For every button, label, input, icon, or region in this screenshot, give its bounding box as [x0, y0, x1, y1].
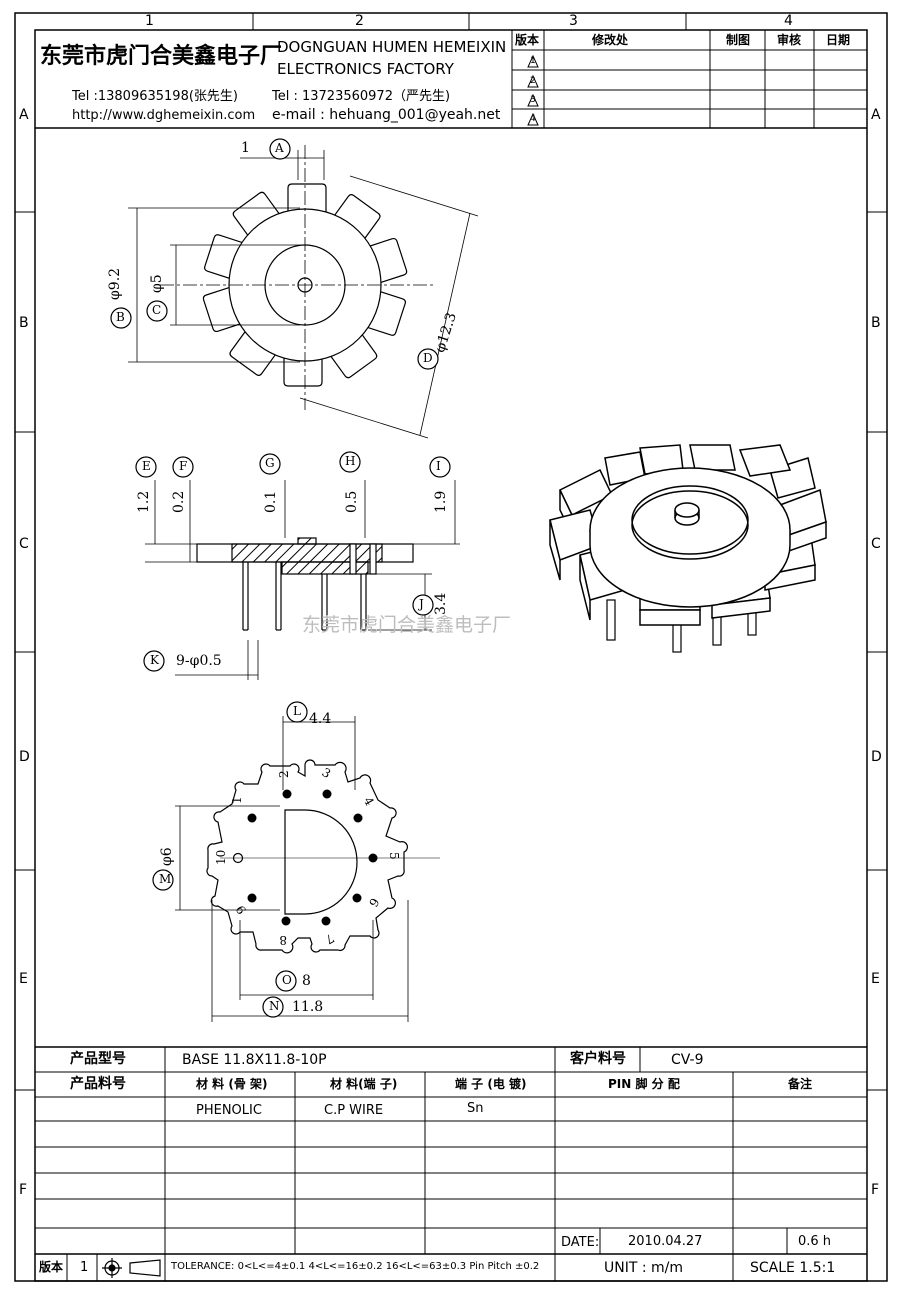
dim-pin-spec: 9-φ0.5 — [176, 653, 222, 669]
row-marker-a-right: A — [871, 107, 881, 123]
tag-n: N — [269, 999, 280, 1013]
product-model-label: 产品型号 — [70, 1051, 126, 1067]
product-model-value: BASE 11.8X11.8-10P — [182, 1052, 327, 1068]
side-view — [145, 480, 460, 680]
col-marker-3: 3 — [569, 13, 578, 29]
tag-g: G — [265, 456, 275, 470]
row-marker-e-left: E — [19, 971, 28, 987]
version-label: 版本 — [39, 1260, 64, 1274]
pin-number-2: 2 — [277, 770, 291, 778]
rev-header-checked: 审核 — [777, 33, 802, 47]
remarks-label: 备注 — [788, 1077, 813, 1091]
company-name-en-line1: DOGNGUAN HUMEN HEMEIXIN — [277, 38, 507, 56]
row-marker-d-left: D — [19, 749, 30, 765]
row-marker-e-right: E — [871, 971, 880, 987]
rev-row-4: 4 — [530, 114, 536, 124]
company-tel-2: Tel : 13723560972（严先生) — [272, 89, 451, 104]
pin-number-5: 5 — [387, 852, 401, 860]
dim-inner-dia: φ5 — [149, 274, 165, 293]
dim-pin-circle: φ6 — [159, 847, 175, 866]
dim-pin-span: 8 — [302, 973, 311, 989]
pin-assign-label: PIN 脚 分 配 — [608, 1077, 680, 1091]
rev-header-change: 修改处 — [592, 33, 629, 47]
watermark: 东莞市虎门合美鑫电子厂 — [302, 614, 512, 636]
tolerance-text: TOLERANCE: 0<L<=4±0.1 4<L<=16±0.2 16<L<=… — [171, 1261, 540, 1272]
dim-step-02: 0.2 — [171, 490, 187, 513]
row-marker-b-right: B — [871, 315, 881, 331]
date-value: 2010.04.27 — [628, 1234, 703, 1249]
dim-step-01: 0.1 — [263, 490, 279, 513]
terminal-plating-label: 端 子 (电 镀) — [455, 1077, 527, 1091]
dim-boss-05: 0.5 — [344, 490, 360, 513]
unit-label: UNIT : m/m — [604, 1260, 684, 1276]
tag-c: C — [152, 303, 162, 317]
tag-o: O — [282, 973, 292, 987]
material-terminal-label: 材 料(端 子) — [330, 1077, 398, 1091]
date-label: DATE: — [561, 1235, 600, 1250]
row-marker-c-right: C — [871, 536, 881, 552]
dim-pin-length: 3.4 — [433, 592, 449, 615]
pin-number-10: 10 — [214, 849, 228, 865]
tag-h: H — [345, 454, 356, 468]
rev-header-drawn: 制图 — [726, 33, 751, 47]
dim-pin-width: 1 — [241, 140, 250, 156]
product-number-label: 产品料号 — [70, 1076, 126, 1092]
company-name-en-line2: ELECTRONICS FACTORY — [277, 60, 454, 78]
tag-e: E — [142, 459, 151, 473]
isometric-view — [549, 444, 827, 653]
scale-label: SCALE 1.5:1 — [750, 1260, 836, 1276]
row-marker-c-left: C — [19, 536, 29, 552]
dim-base-width: 11.8 — [292, 999, 324, 1015]
company-email[interactable]: e-mail : hehuang_001@yeah.net — [272, 107, 501, 123]
row-marker-f-left: F — [19, 1182, 28, 1198]
material-frame-value: PHENOLIC — [196, 1103, 262, 1118]
customer-part-value: CV-9 — [671, 1052, 704, 1068]
top-view — [128, 145, 479, 439]
rev-row-1: 1 — [530, 56, 536, 66]
material-terminal-value: C.P WIRE — [324, 1103, 384, 1118]
row-marker-f-right: F — [871, 1182, 880, 1198]
tag-k: K — [150, 653, 159, 667]
col-marker-2: 2 — [355, 13, 364, 29]
dim-total-height: 1.9 — [433, 490, 449, 513]
terminal-plating-value: Sn — [467, 1101, 484, 1116]
rev-header-date: 日期 — [826, 33, 851, 47]
date-extra: 0.6 h — [798, 1234, 832, 1249]
tag-f: F — [179, 459, 188, 473]
rev-header-version: 版本 — [515, 33, 540, 47]
bottom-view — [175, 716, 440, 1022]
row-marker-a-left: A — [19, 107, 29, 123]
version-value: 1 — [80, 1260, 89, 1275]
dim-flange-height: 1.2 — [136, 490, 152, 513]
tag-j: J — [419, 597, 424, 611]
row-marker-b-left: B — [19, 315, 29, 331]
pin-number-8: 8 — [279, 933, 287, 947]
rev-row-3: 3 — [530, 95, 536, 105]
company-website[interactable]: http://www.dghemeixin.com — [72, 108, 256, 123]
col-marker-4: 4 — [784, 13, 793, 29]
company-tel-1: Tel :13809635198(张先生) — [72, 89, 238, 104]
tag-b: B — [116, 310, 125, 324]
tag-m: M — [159, 872, 172, 886]
company-name-cn: 东莞市虎门合美鑫电子厂 — [40, 44, 283, 69]
col-marker-1: 1 — [145, 13, 154, 29]
tag-i: I — [436, 459, 441, 473]
row-marker-d-right: D — [871, 749, 882, 765]
tag-a: A — [275, 141, 284, 155]
material-frame-label: 材 料 (骨 架) — [196, 1077, 268, 1091]
dim-core-width: 4.4 — [309, 711, 332, 727]
pin-number-1: 1 — [230, 796, 244, 804]
tag-l: L — [293, 704, 301, 718]
rev-row-2: 2 — [530, 76, 536, 86]
customer-part-label: 客户料号 — [570, 1051, 626, 1067]
tag-d: D — [423, 351, 433, 365]
dim-outer-dia: φ9.2 — [107, 267, 123, 300]
